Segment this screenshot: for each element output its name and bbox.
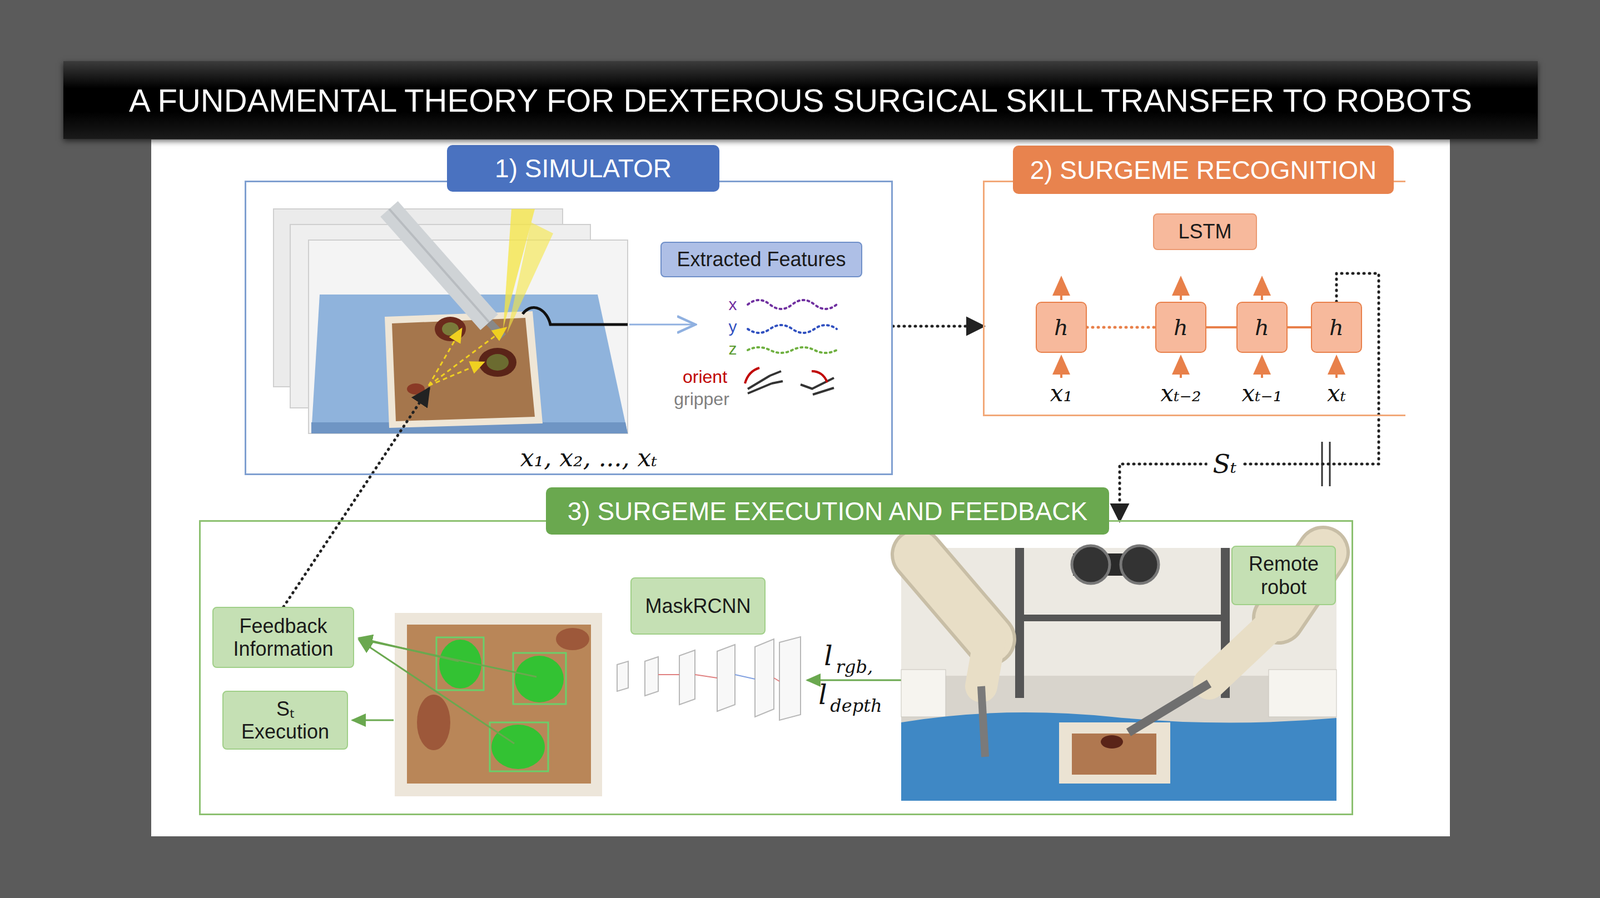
connector xyxy=(1086,326,1156,330)
connector xyxy=(1119,273,1379,521)
connector xyxy=(892,325,983,329)
box-text: LSTM xyxy=(1178,220,1232,243)
lstm-cell: h xyxy=(1236,301,1288,354)
box-text: Sₜ Execution xyxy=(235,697,336,744)
masked-image xyxy=(394,613,603,797)
math-label: rgb, xyxy=(836,658,873,677)
cell-symbol: h xyxy=(1173,314,1189,341)
box-text: Remote robot xyxy=(1238,552,1330,599)
gripper-icons xyxy=(744,368,834,395)
math-label: xₜ xyxy=(1327,381,1346,406)
connector xyxy=(1206,326,1237,329)
math-label: l xyxy=(823,642,833,670)
robot-photo xyxy=(901,545,1337,802)
title-bar: A FUNDAMENTAL THEORY FOR DEXTEROUS SURGI… xyxy=(63,61,1538,139)
stage-panel: 2) SURGEME RECOGNITIONLSTMhhhh xyxy=(982,180,1406,417)
feature-label: x xyxy=(728,296,738,313)
lstm-arrows xyxy=(1061,277,1337,379)
lstm-cell: h xyxy=(1035,301,1087,354)
process-box: Sₜ Execution xyxy=(222,691,349,750)
stage-header: 3) SURGEME EXECUTION AND FEEDBACK xyxy=(545,487,1110,535)
feature-label: z xyxy=(728,340,738,358)
lstm-cell: h xyxy=(1310,301,1363,354)
math-label: l xyxy=(818,681,827,709)
process-box: MaskRCNN xyxy=(630,577,766,635)
math-label: depth xyxy=(830,697,882,715)
cell-symbol: h xyxy=(1054,314,1069,341)
box-text: MaskRCNN xyxy=(644,594,751,618)
box-text: Feedback Information xyxy=(219,614,348,662)
title-text: A FUNDAMENTAL THEORY FOR DEXTEROUS SURGI… xyxy=(128,81,1473,119)
feature-label: orient xyxy=(682,368,728,386)
feature-label: gripper xyxy=(673,390,730,409)
simulator-render xyxy=(273,209,628,434)
feature-waves xyxy=(747,300,837,354)
stage-panel: 1) SIMULATORExtracted Features xyxy=(244,180,893,476)
process-box: LSTM xyxy=(1153,213,1257,251)
process-box: Feedback Information xyxy=(212,607,355,669)
connector xyxy=(1287,326,1311,329)
math-label: xₜ₋₁ xyxy=(1241,381,1283,406)
math-label: x₁, x₂, ..., xₜ xyxy=(520,445,658,471)
stage-header: 2) SURGEME RECOGNITION xyxy=(1012,145,1394,195)
connector xyxy=(283,389,429,608)
lstm-cell: h xyxy=(1155,301,1207,354)
cnn-layers xyxy=(617,637,801,721)
cell-symbol: h xyxy=(1254,314,1270,341)
box-text: Extracted Features xyxy=(676,247,846,271)
process-box: Remote robot xyxy=(1231,545,1336,606)
math-label: x₁ xyxy=(1050,381,1073,406)
math-label: xₜ₋₂ xyxy=(1160,381,1201,406)
edge-label: Sₜ xyxy=(1207,449,1243,480)
feature-label: y xyxy=(728,318,738,336)
stage-panel: 3) SURGEME EXECUTION AND FEEDBACKFeedbac… xyxy=(199,520,1354,816)
stage-header: 1) SIMULATOR xyxy=(446,145,720,192)
feature-arrow xyxy=(629,324,694,326)
cell-symbol: h xyxy=(1329,314,1344,341)
process-box: Extracted Features xyxy=(660,241,863,278)
